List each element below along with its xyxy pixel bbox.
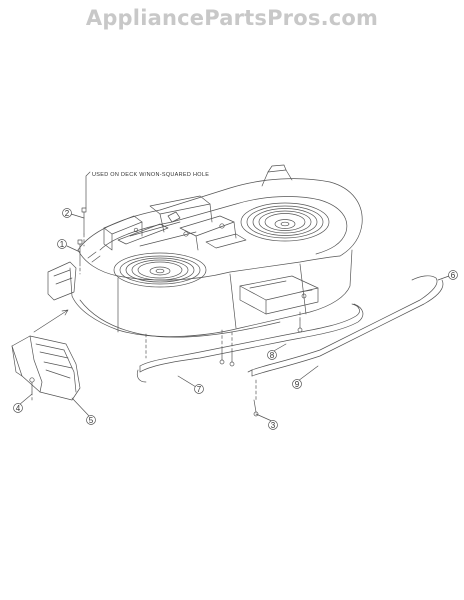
deck-shield-right	[247, 275, 444, 377]
deck-belt-lower	[136, 303, 364, 383]
callout-3-label: 3	[271, 421, 276, 430]
callout-4-label: 4	[16, 404, 21, 413]
deck-baffle	[239, 275, 319, 315]
deck-housing	[47, 164, 363, 338]
shield-attach-arrow	[33, 309, 69, 333]
callout-3	[268, 420, 278, 430]
callout-8	[267, 350, 277, 360]
left-spindle-pulley	[113, 252, 207, 288]
callout-5	[86, 415, 96, 425]
callout-6-label: 6	[451, 271, 456, 280]
deck-brackets	[87, 195, 247, 263]
callout-2	[62, 208, 72, 218]
deck-bolts-center	[219, 319, 303, 367]
bottom-hardware	[253, 399, 259, 417]
assembly-lines	[31, 233, 301, 401]
shield-hardware	[29, 377, 35, 393]
deck-note-label: USED ON DECK W/NON-SQUARED HOLE	[92, 172, 209, 178]
note-leader	[85, 171, 91, 209]
callout-2-label: 2	[65, 209, 70, 218]
callout-leaders	[18, 213, 450, 423]
deck-bolt-2	[81, 207, 87, 235]
callout-7-label: 7	[197, 385, 202, 394]
site-watermark: AppliancePartsPros.com	[85, 6, 379, 30]
callout-7	[194, 384, 204, 394]
deck-pin-1	[77, 239, 83, 267]
callout-8-label: 8	[270, 351, 275, 360]
callout-1	[57, 239, 67, 249]
callout-5-label: 5	[89, 416, 94, 425]
callout-6	[448, 270, 458, 280]
callout-4	[13, 403, 23, 413]
callout-9	[292, 379, 302, 389]
callout-9-label: 9	[295, 380, 300, 389]
right-spindle-pulley	[240, 202, 330, 242]
callout-1-label: 1	[60, 240, 65, 249]
discharge-shield	[11, 335, 81, 401]
